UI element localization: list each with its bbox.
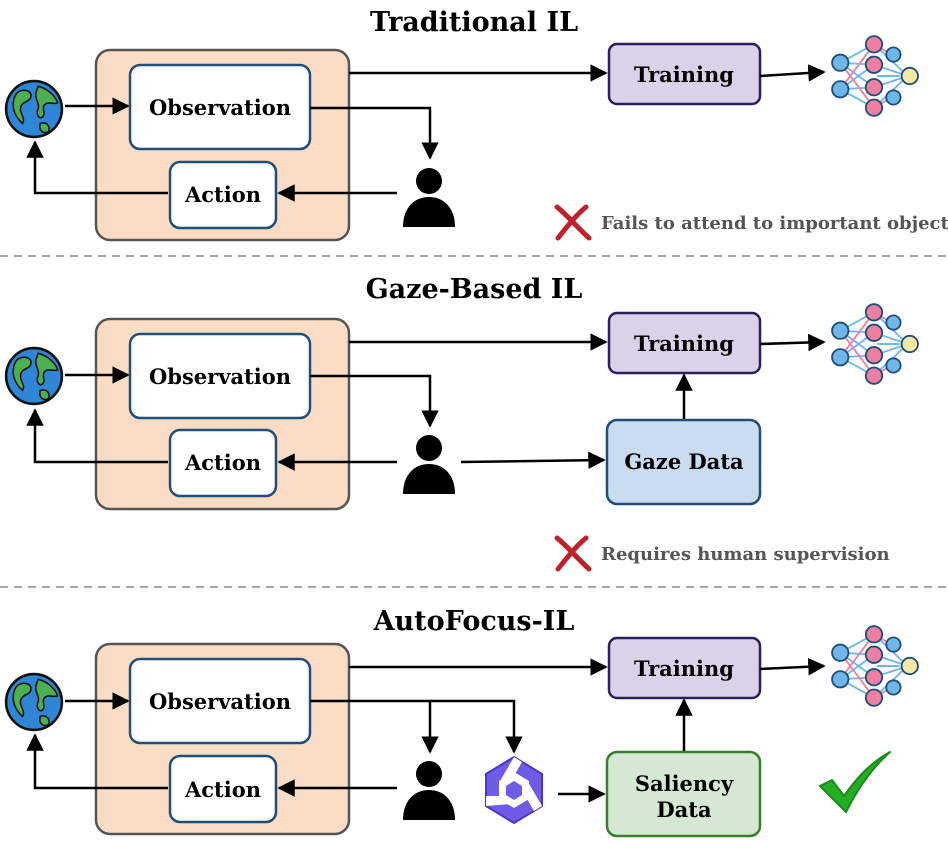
- training-label: Training: [634, 656, 734, 681]
- arrow-observation-to-vlm: [430, 699, 523, 754]
- arrow-training-to-model: [759, 333, 826, 352]
- section-traditional-il: Traditional IL Observation Action Traini…: [4, 7, 948, 242]
- globe-icon: [4, 672, 64, 732]
- observation-label: Observation: [149, 689, 291, 714]
- action-box: [168, 428, 278, 498]
- gaze-data-label: Gaze Data: [624, 449, 744, 474]
- arrow-human-to-gaze-data: [460, 451, 606, 469]
- saliency-data-box: [605, 750, 762, 838]
- arrow-action-to-globe: [26, 733, 168, 790]
- globe-icon: [4, 79, 64, 139]
- neural-network-icon: [831, 625, 919, 707]
- red-cross-icon: [554, 535, 592, 572]
- arrow-observation-to-human: [310, 106, 439, 160]
- arrow-action-to-globe: [26, 140, 168, 195]
- arrow-observation-to-human: [310, 374, 439, 428]
- observation-label: Observation: [149, 95, 291, 120]
- section-title: Gaze-Based IL: [366, 274, 583, 305]
- action-label: Action: [184, 450, 261, 475]
- person-icon: [403, 435, 455, 494]
- action-label: Action: [184, 182, 261, 207]
- section-autofocus-il: AutoFocus-IL Observation Action Training…: [4, 606, 919, 838]
- person-icon: [403, 761, 455, 820]
- action-box: [168, 754, 278, 824]
- training-label: Training: [634, 331, 734, 356]
- neural-network-icon: [831, 35, 919, 117]
- fail-note: Fails to attend to important objects: [601, 213, 948, 234]
- person-icon: [403, 168, 455, 227]
- training-label: Training: [634, 62, 734, 87]
- saliency-data-label-line1: Saliency: [635, 771, 734, 796]
- arrow-training-to-model: [759, 657, 826, 676]
- observation-label: Observation: [149, 364, 291, 389]
- section-title: Traditional IL: [370, 7, 578, 38]
- section-gaze-based-il: Gaze-Based IL Observation Action Trainin…: [4, 274, 919, 572]
- section-title: AutoFocus-IL: [373, 606, 575, 637]
- saliency-data-label-line2: Data: [656, 797, 712, 822]
- action-label: Action: [184, 777, 261, 802]
- green-check-icon: [819, 751, 891, 813]
- red-cross-icon: [554, 204, 592, 241]
- fail-note: Requires human supervision: [601, 544, 890, 565]
- globe-icon: [4, 346, 64, 406]
- action-box: [168, 160, 278, 230]
- training-box: [607, 42, 762, 106]
- arrow-action-to-globe: [26, 408, 168, 464]
- vlm-logo-icon: [485, 755, 543, 825]
- arrow-training-to-model: [759, 64, 826, 82]
- neural-network-icon: [831, 303, 919, 385]
- gaze-data-box: [605, 418, 762, 506]
